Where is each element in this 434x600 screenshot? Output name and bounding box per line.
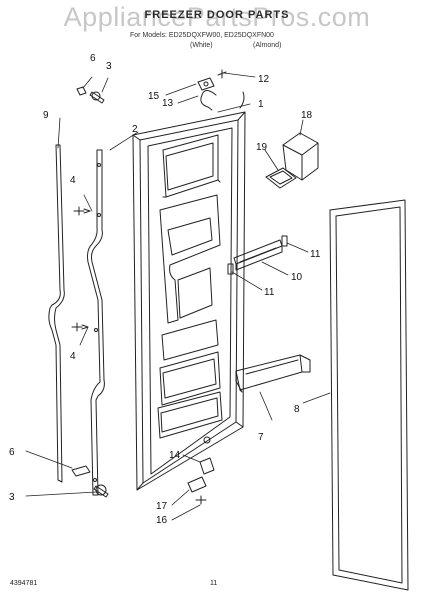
color-variant-white: (White) bbox=[190, 42, 213, 49]
page-number: 11 bbox=[210, 580, 218, 587]
callout-16: 16 bbox=[156, 515, 168, 526]
callout-15: 15 bbox=[148, 91, 160, 102]
part-19-chute-seal bbox=[265, 167, 297, 189]
document-number: 4394781 bbox=[10, 580, 38, 587]
callout-3: 3 bbox=[106, 61, 112, 72]
callout-12: 12 bbox=[258, 74, 270, 85]
part-18-chute bbox=[282, 132, 319, 181]
callout-8: 8 bbox=[294, 404, 300, 415]
callout-2: 2 bbox=[132, 124, 138, 135]
part-9-trim-strip bbox=[48, 144, 65, 483]
callout-11b: 11 bbox=[264, 287, 275, 298]
hardware-top bbox=[76, 69, 227, 104]
header: AppliancePartsPros.com FREEZER DOOR PART… bbox=[0, 0, 434, 72]
callout-1: 1 bbox=[258, 99, 264, 110]
callout-6: 6 bbox=[90, 53, 96, 64]
callout-9: 9 bbox=[43, 110, 49, 121]
callout-3b: 3 bbox=[9, 492, 15, 503]
watermark: AppliancePartsPros.com bbox=[63, 2, 371, 32]
leader-lines bbox=[25, 72, 331, 521]
callout-14: 14 bbox=[169, 450, 181, 461]
callout-17: 17 bbox=[156, 501, 168, 512]
callout-4b: 4 bbox=[70, 351, 76, 362]
callout-19: 19 bbox=[256, 142, 268, 153]
callout-10: 10 bbox=[291, 272, 303, 283]
callout-6b: 6 bbox=[9, 447, 15, 458]
callout-4: 4 bbox=[70, 175, 76, 186]
callout-11a: 11 bbox=[310, 249, 321, 260]
hardware-bottom-hinge bbox=[187, 436, 215, 505]
callout-13: 13 bbox=[162, 98, 174, 109]
diagram-title: FREEZER DOOR PARTS bbox=[144, 9, 290, 21]
hardware-bottom-left bbox=[71, 465, 109, 498]
part-7-door-bin bbox=[235, 354, 311, 393]
part-1-door-panel bbox=[132, 90, 246, 491]
callout-18: 18 bbox=[301, 110, 313, 121]
hardware-left-screws bbox=[71, 206, 91, 332]
color-variant-almond: (Almond) bbox=[253, 42, 282, 49]
callout-labels: 1 2 3 3 4 4 6 6 7 8 9 10 11 11 12 13 14 … bbox=[9, 53, 321, 526]
model-list: For Models: ED25DQXFW00, ED25DQXFN00 bbox=[130, 32, 274, 39]
part-2-hinge-strip bbox=[87, 149, 105, 496]
callout-7: 7 bbox=[258, 432, 264, 443]
part-8-door-gasket bbox=[329, 199, 409, 591]
part-10-lens bbox=[233, 239, 283, 271]
part-11-clips bbox=[227, 235, 288, 275]
